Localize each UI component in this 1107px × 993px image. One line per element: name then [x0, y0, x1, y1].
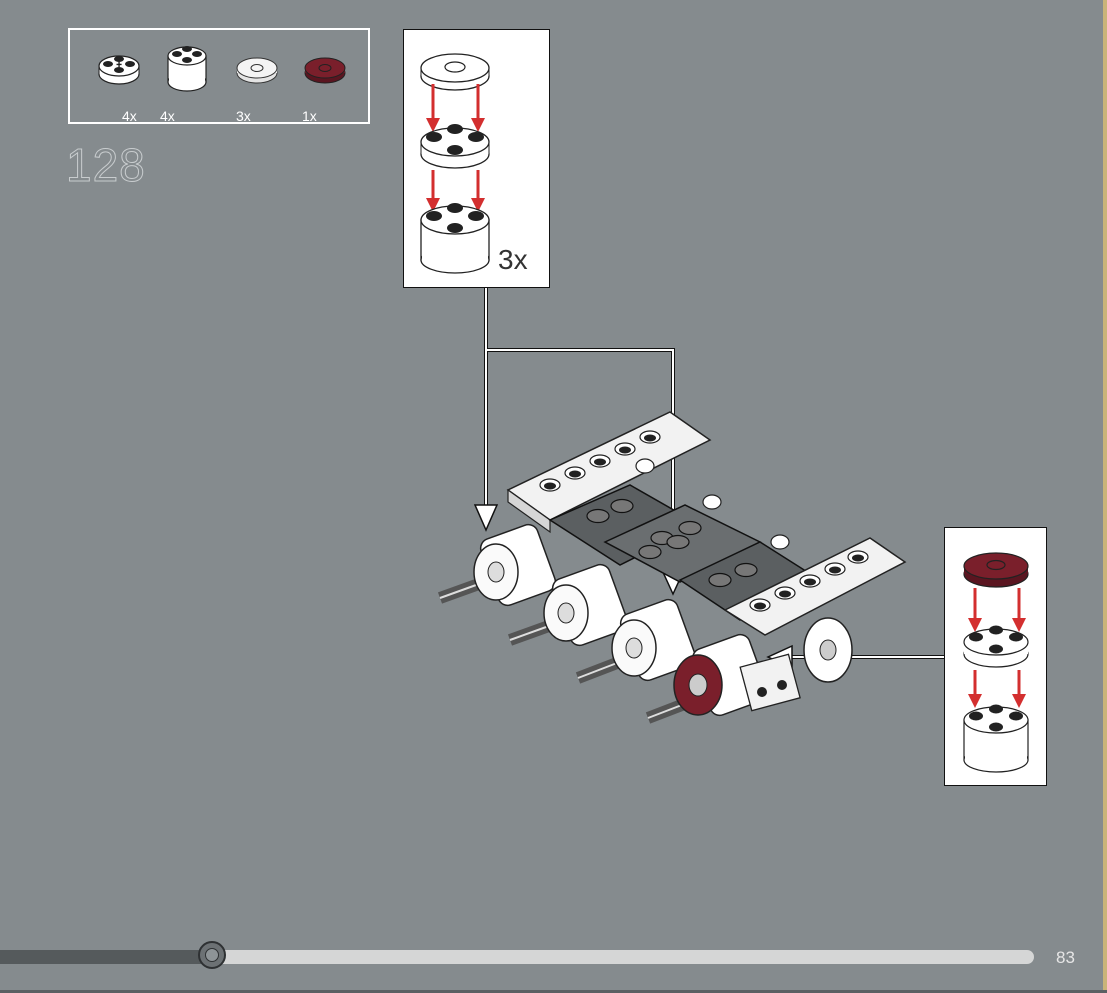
part-round-brick: 4x	[162, 36, 222, 106]
callout-multiplier: 3x	[498, 244, 528, 276]
round-tile-red-icon	[300, 44, 350, 94]
part-round-tile-white: 3x	[232, 44, 292, 114]
round-tile-icon	[232, 44, 282, 94]
page-number: 83	[1056, 948, 1075, 968]
step-number: 128	[66, 138, 146, 192]
round-brick-icon	[162, 36, 212, 96]
sub-assembly-red-stack-icon	[945, 528, 1045, 784]
callout-top: 3x	[403, 29, 550, 288]
parts-list: ✚ 4x 4x 3x 1x	[68, 28, 370, 124]
part-round-plate: ✚ 4x	[94, 44, 154, 114]
callout-right	[944, 527, 1047, 786]
round-plate-icon: ✚	[94, 44, 144, 94]
main-assembly-illustration	[400, 280, 930, 740]
progress-fill	[0, 950, 212, 964]
svg-text:✚: ✚	[116, 61, 122, 69]
page-edge-strip	[1103, 0, 1107, 993]
part-qty: 4x	[160, 108, 175, 124]
part-round-tile-dark-red: 1x	[300, 44, 360, 114]
part-qty: 4x	[122, 108, 137, 124]
progress-knob[interactable]	[198, 941, 226, 969]
part-qty: 3x	[236, 108, 251, 124]
part-qty: 1x	[302, 108, 317, 124]
